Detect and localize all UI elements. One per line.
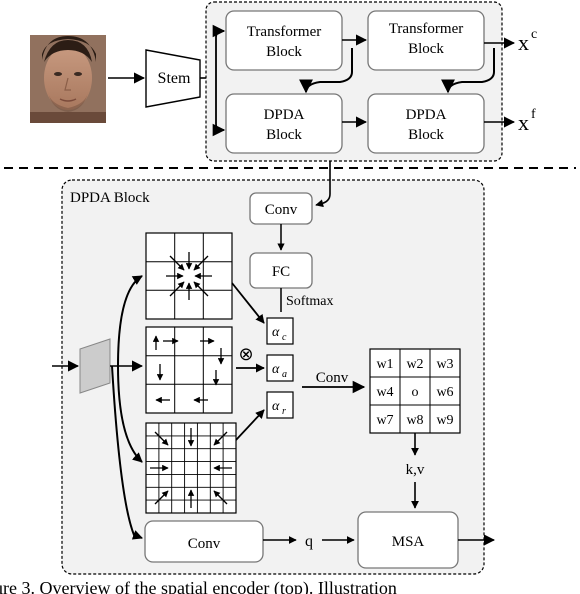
output-xc-base: x <box>518 30 529 55</box>
weight-cell: w8 <box>406 413 423 428</box>
face-photo <box>30 35 106 123</box>
weight-cell: w6 <box>436 385 453 400</box>
transformer-block-1-line2: Block <box>266 44 302 60</box>
dpda-block-2 <box>367 93 485 154</box>
grid-rotating <box>145 326 233 414</box>
conv-bottom-box <box>144 520 264 563</box>
transformer-block-1-line1: Transformer <box>247 24 321 40</box>
weight-cell: w3 <box>436 357 453 372</box>
dpda-detail-title: DPDA Block <box>70 190 150 206</box>
weight-cell: w7 <box>376 413 393 428</box>
output-xc-sup: c <box>531 27 537 42</box>
weight-cell: w4 <box>376 385 393 400</box>
output-xf-sup: f <box>531 107 536 122</box>
alpha-a-symbol: α <box>272 362 280 377</box>
alpha-a-sub: a <box>282 369 287 380</box>
alpha-c-sub: c <box>282 332 287 343</box>
transformer-block-2-line2: Block <box>408 41 444 57</box>
weights-grid: w1 w2 w3 w4 o w6 w7 w8 w9 <box>369 348 461 434</box>
alpha-a-box <box>266 354 294 382</box>
dpda-block-1-line2: Block <box>266 127 302 143</box>
stem-label: Stem <box>158 70 191 87</box>
msa-label: MSA <box>392 534 425 550</box>
figure-caption: ure 3. Overview of the spatial encoder (… <box>0 578 397 594</box>
stem-block <box>145 49 201 108</box>
softmax-label: Softmax <box>286 294 333 309</box>
alpha-r-box <box>266 391 294 419</box>
dpda-block-1-line1: DPDA <box>264 107 305 123</box>
dpda-block-2-line2: Block <box>408 127 444 143</box>
dpda-block-1 <box>225 93 343 154</box>
transformer-block-1 <box>225 10 343 71</box>
conv-bottom-label: Conv <box>188 536 221 552</box>
alpha-r-symbol: α <box>272 399 280 414</box>
conv-top-label: Conv <box>265 202 298 218</box>
q-label: q <box>305 533 313 550</box>
transformer-block-2 <box>367 10 485 71</box>
weight-cell: o <box>412 385 419 400</box>
alpha-c-box <box>266 317 294 345</box>
alpha-c-symbol: α <box>272 325 280 340</box>
input-feature-map <box>79 338 111 394</box>
weight-cell: w9 <box>436 413 453 428</box>
weight-cell: w2 <box>406 357 423 372</box>
kv-label: k,v <box>406 462 425 478</box>
output-xf-base: x <box>518 110 529 135</box>
transformer-block-2-line1: Transformer <box>389 21 463 37</box>
alpha-r-sub: r <box>282 406 286 417</box>
conv-mid-label: Conv <box>316 370 349 386</box>
fc-label: FC <box>272 264 290 280</box>
weight-cell: w1 <box>376 357 393 372</box>
dpda-block-2-line1: DPDA <box>406 107 447 123</box>
grid-centered <box>145 232 233 320</box>
multiply-operator: ⊗ <box>238 344 253 365</box>
grid-radial <box>145 422 237 514</box>
